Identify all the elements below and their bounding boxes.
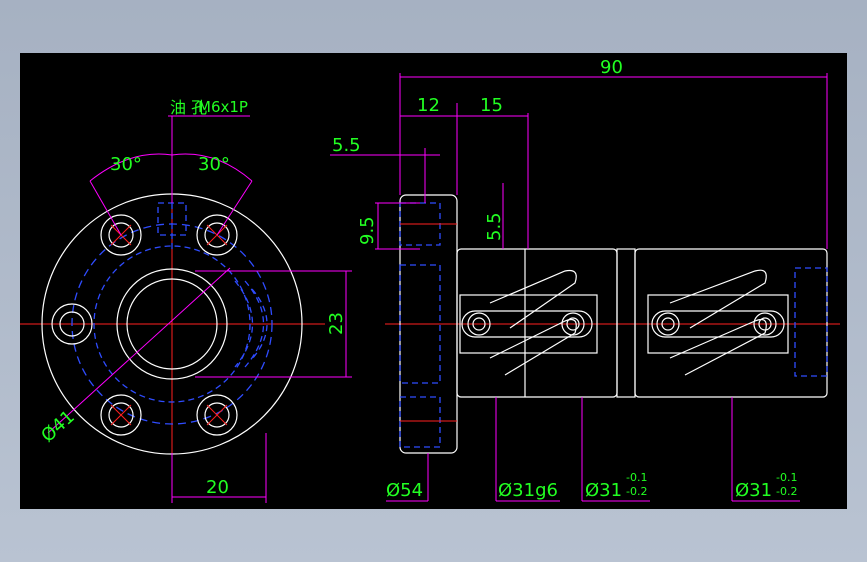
dim-12-label: 12 — [417, 95, 440, 116]
technical-drawing: 30° 30° 油 孔 M6x1P 23 20 Ø41 — [20, 57, 840, 503]
dim-90-label: 90 — [600, 57, 623, 78]
angle-label-left: 30° — [110, 154, 142, 175]
dim-5-5-vertical: 5.5 — [484, 212, 505, 241]
angle-arc-right — [171, 153, 253, 182]
hidden-curve-2 — [244, 280, 264, 368]
body-segment-2 — [634, 248, 828, 398]
neck — [616, 248, 636, 398]
return-tube-1b — [489, 318, 577, 376]
dia-41-label: Ø41 — [37, 406, 79, 446]
return-tube-1a — [489, 269, 577, 329]
body-segment-1 — [456, 248, 618, 398]
return-slot-1 — [461, 310, 593, 338]
return-tube-2b — [669, 318, 767, 376]
bolt-hole-bottom-right — [196, 394, 238, 436]
dim-9-5-label: 9.5 — [357, 216, 378, 245]
dim-15-label: 15 — [480, 95, 503, 116]
angle-arc-left — [89, 153, 173, 182]
tol-a-upper: -0.1 — [626, 471, 647, 484]
tol-b-upper: -0.1 — [776, 471, 797, 484]
return-slot-2 — [651, 310, 785, 338]
flange-front-view: 30° 30° 油 孔 M6x1P 23 20 Ø41 — [20, 98, 352, 503]
tol-a-lower: -0.2 — [626, 485, 647, 498]
bore-outer — [116, 268, 228, 380]
dia-31-a-label: Ø31 — [585, 480, 622, 501]
thread-label: M6x1P — [198, 98, 248, 116]
dia-54-label: Ø54 — [386, 480, 423, 501]
drawing-canvas: 30° 30° 油 孔 M6x1P 23 20 Ø41 — [20, 53, 847, 509]
dim-5-5-horizontal: 5.5 — [332, 135, 361, 156]
dim-20-label: 20 — [206, 477, 229, 498]
angle-label-right: 30° — [198, 154, 230, 175]
hidden-curve-1 — [234, 280, 254, 368]
body-hidden-circle — [93, 245, 251, 403]
oil-hole-label: 油 孔 — [170, 98, 207, 117]
bolt-hole-left — [51, 303, 93, 345]
dia-31-b-label: Ø31 — [735, 480, 772, 501]
dim-23-label: 23 — [326, 312, 347, 335]
nut-side-view: 90 12 15 5.5 9.5 5.5 — [330, 57, 840, 502]
bolt-hole-bottom-left — [100, 394, 142, 436]
tol-b-lower: -0.2 — [776, 485, 797, 498]
return-tube-2a — [669, 269, 767, 329]
dia-31g6-label: Ø31g6 — [498, 480, 558, 501]
bore-inner — [126, 278, 218, 370]
